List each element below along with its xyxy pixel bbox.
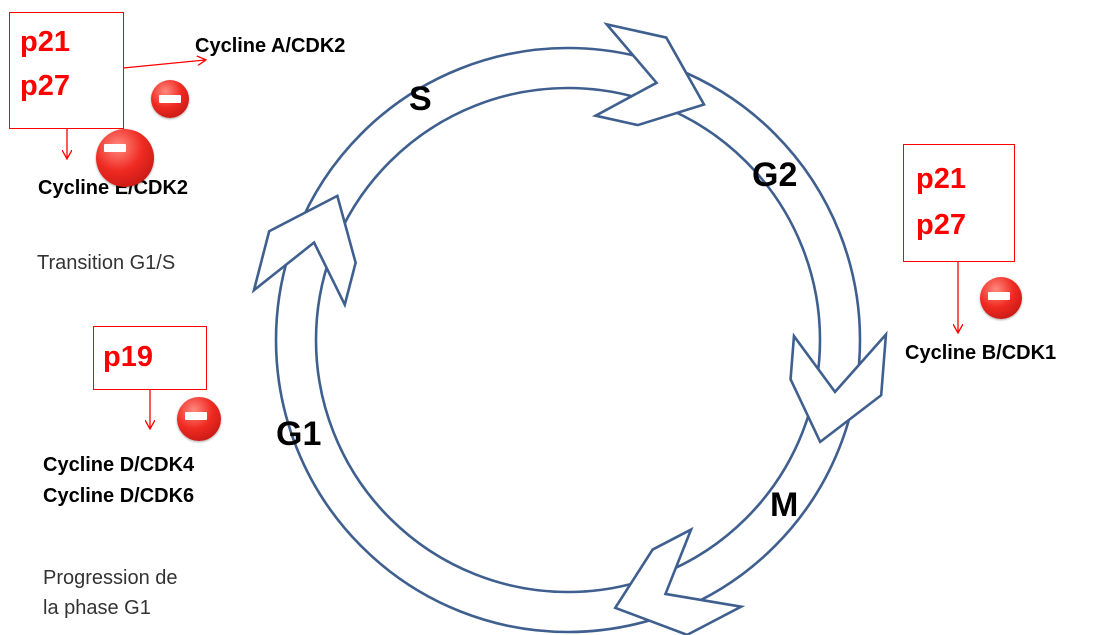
progression-note-line2: la phase G1 — [43, 597, 151, 619]
phase-m-label: M — [770, 486, 799, 524]
cycle-arrow-chevron — [613, 526, 746, 635]
cycline-e-cdk2-label: Cycline E/CDK2 — [38, 177, 189, 199]
cycle-arrow-chevron — [591, 22, 706, 127]
inhibitor-p19-label: p19 — [103, 341, 153, 373]
inhibitor-p21-label: p21 — [916, 163, 966, 195]
inhibition-arrows — [67, 60, 958, 428]
inhibitor-box-p19 — [93, 326, 207, 390]
cycline-d-cdk4-label: Cycline D/CDK4 — [43, 454, 195, 476]
inhibitor-box-p21-p27-right — [903, 144, 1015, 262]
block-icon — [980, 277, 1022, 319]
phase-s-label: S — [409, 80, 432, 118]
block-icon — [96, 129, 154, 187]
phase-g2-label: G2 — [752, 156, 798, 194]
cycline-b-cdk1-label: Cycline B/CDK1 — [905, 342, 1057, 364]
inhibitor-box-p21-p27-top — [9, 12, 124, 129]
cycle-arrow-chevron — [789, 330, 888, 444]
cycle-circle — [274, 46, 862, 634]
block-icon — [151, 80, 189, 118]
cycline-d-cdk6-label: Cycline D/CDK6 — [43, 485, 195, 507]
cycline-a-cdk2-label: Cycline A/CDK2 — [195, 35, 346, 57]
phase-g1-label: G1 — [276, 415, 322, 453]
cycle-arrow-chevron — [251, 193, 357, 309]
inhibitor-p27-label: p27 — [20, 70, 70, 102]
inhibitor-p27-label: p27 — [916, 209, 966, 241]
arrow-to-cycline-a — [122, 60, 205, 69]
transition-g1s-note: Transition G1/S — [37, 252, 176, 274]
block-icon — [177, 397, 221, 441]
inhibitor-p21-label: p21 — [20, 26, 70, 58]
progression-note-line1: Progression de — [43, 567, 178, 589]
